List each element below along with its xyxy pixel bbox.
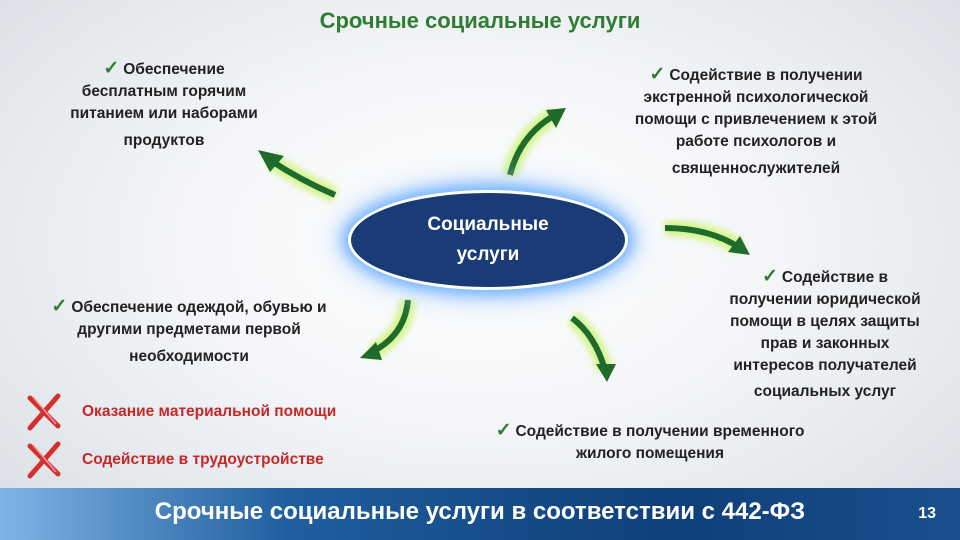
item-food-line: Обеспечение: [123, 61, 225, 78]
arrow-to-psych: [502, 108, 566, 178]
item-legal-line: прав и законных: [760, 335, 890, 352]
arrow-to-clothes: [360, 298, 416, 360]
item-legal-line: социальных услуг: [753, 383, 897, 400]
arrow-to-legal: [664, 220, 750, 255]
cross-icon: [27, 441, 61, 479]
item-clothes: ✓Обеспечение одеждой, обувью и другими п…: [14, 296, 364, 368]
footer-title: Срочные социальные услуги в соответствии…: [154, 498, 806, 525]
item-psych: ✓Содействие в получении экстренной психо…: [596, 64, 916, 180]
item-food-line: питанием или наборами: [70, 105, 258, 122]
item-food-line: бесплатным горячим: [81, 83, 247, 100]
item-legal-line: интересов получателей: [733, 357, 917, 374]
item-housing-line: Содействие в получении временного: [515, 423, 805, 440]
item-psych-line: Содействие в получении: [669, 67, 863, 84]
page-title: Срочные социальные услуги: [319, 8, 641, 33]
central-node-line2: услуги: [456, 244, 520, 265]
item-clothes-line: другими предметами первой: [77, 321, 301, 338]
check-icon: ✓: [51, 296, 68, 317]
arrow-to-housing: [566, 311, 616, 382]
excluded-item-label: Содействие в трудоустройстве: [82, 451, 324, 468]
check-icon: ✓: [103, 58, 120, 79]
cross-icon: [27, 393, 61, 431]
page-number: 13: [918, 505, 936, 522]
item-food-line: продуктов: [123, 132, 205, 149]
item-psych-line: помощи с привлечением к этой: [634, 111, 878, 128]
item-legal-line: помощи в целях защиты: [730, 313, 920, 330]
item-clothes-line: Обеспечение одеждой, обувью и: [71, 299, 327, 316]
item-legal-line: получении юридической: [729, 291, 921, 308]
central-node: Социальные услуги: [348, 190, 628, 290]
item-clothes-line: необходимости: [129, 348, 249, 365]
footer-bar: Срочные социальные услуги в соответствии…: [0, 488, 960, 540]
item-housing-line: жилого помещения: [576, 445, 724, 462]
excluded-item: Оказание материальной помощи: [24, 392, 336, 432]
item-psych-line: работе психологов и: [675, 133, 837, 150]
item-legal-line: Содействие в: [781, 269, 889, 286]
check-icon: ✓: [761, 266, 778, 287]
item-housing: ✓Содействие в получении временного жилог…: [462, 420, 838, 465]
arrow-to-food: [258, 150, 339, 203]
item-food: ✓Обеспечение бесплатным горячим питанием…: [44, 58, 284, 152]
excluded-item-label: Оказание материальной помощи: [82, 403, 337, 420]
check-icon: ✓: [495, 420, 512, 441]
excluded-item: Содействие в трудоустройстве: [24, 440, 324, 480]
item-psych-line: экстренной психологической: [643, 89, 869, 106]
central-node-line1: Социальные: [427, 214, 549, 235]
item-legal: ✓Содействие в получении юридической помо…: [704, 266, 946, 403]
item-psych-line: священнослужителей: [671, 160, 841, 177]
check-icon: ✓: [649, 64, 666, 85]
